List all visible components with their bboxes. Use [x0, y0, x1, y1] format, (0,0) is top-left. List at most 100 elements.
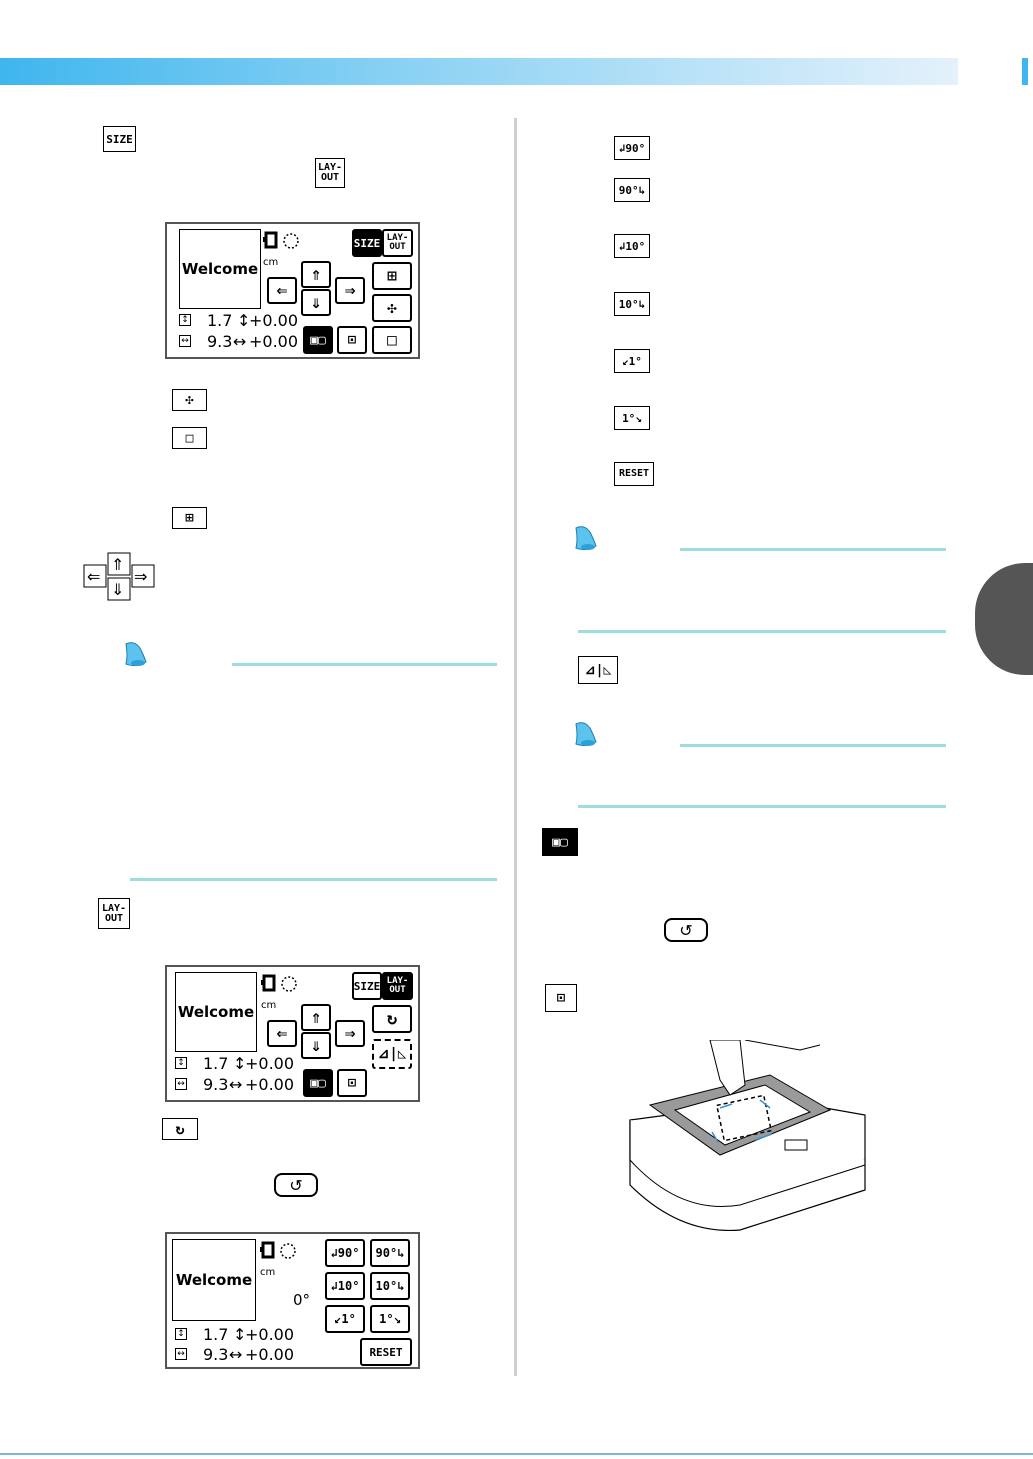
- header-band: [0, 58, 958, 85]
- move-right-key-2[interactable]: ⇒: [335, 1020, 365, 1047]
- original-size-key[interactable]: □: [372, 326, 412, 354]
- enlarge-icon: ⊞: [172, 507, 207, 529]
- size-key[interactable]: SIZE: [352, 229, 382, 257]
- header-marker: [1022, 58, 1028, 85]
- width-arrow-icon-2: ↔: [229, 1075, 243, 1094]
- rotate-right-1-key[interactable]: 1°↘: [370, 1305, 410, 1333]
- arrow-keys-icon: ⇐ ⇑ ⇓ ⇒: [83, 552, 155, 601]
- layout-key-top: LAY-: [386, 233, 409, 243]
- rotate-right-90-icon: 90°↳: [614, 178, 650, 202]
- height-icon: ↕: [179, 314, 191, 326]
- rotate-left-1-key[interactable]: ↙1°: [325, 1305, 365, 1333]
- column-divider: [514, 118, 517, 1376]
- rotate-key[interactable]: ↻: [372, 1005, 412, 1033]
- layout-key-label-top: LAY-: [317, 162, 343, 173]
- pattern-preview: Welcome: [179, 229, 261, 309]
- layout-key[interactable]: LAY- OUT: [382, 229, 413, 257]
- height-icon-2: ↕: [175, 1057, 187, 1069]
- rotate-left-90-icon: ↲90°: [614, 136, 650, 160]
- height-value-2: 1.7: [203, 1054, 229, 1073]
- layout-key-bottom: OUT: [389, 242, 406, 252]
- hoop-center-icon: ▣▢: [542, 828, 578, 856]
- size-key-label: SIZE: [106, 132, 133, 146]
- chapter-tab: [975, 563, 1033, 675]
- height-arrow-icon-2: ↕: [233, 1054, 247, 1073]
- move-down-key-2[interactable]: ⇓: [301, 1032, 331, 1059]
- rotate-right-90-key[interactable]: 90°↳: [370, 1239, 410, 1267]
- original-size-icon: □: [172, 427, 207, 449]
- svg-text:⇓: ⇓: [111, 580, 124, 599]
- hoop-thread-icon-3: [260, 1241, 296, 1259]
- size-key-2[interactable]: SIZE: [352, 972, 382, 1000]
- layout-key-icon-2: LAY- OUT: [98, 898, 130, 929]
- move-right-key[interactable]: ⇒: [335, 277, 365, 304]
- svg-text:⇐: ⇐: [87, 567, 100, 586]
- memo-bell-icon-3: [575, 722, 597, 747]
- layout-key-bottom-2: OUT: [389, 985, 406, 995]
- rotation-angle: 0°: [293, 1291, 311, 1309]
- layout-key-label-bottom-2: OUT: [104, 912, 124, 924]
- move-down-key[interactable]: ⇓: [301, 289, 331, 316]
- memo-top-rule-2: [680, 548, 946, 551]
- memo-bell-icon-2: [575, 526, 597, 551]
- width-value-3: 9.3: [203, 1345, 229, 1364]
- reset-key[interactable]: RESET: [360, 1338, 412, 1366]
- memo-bottom-rule-3: [578, 805, 946, 808]
- move-up-key-2[interactable]: ⇑: [301, 1004, 331, 1031]
- hoop-center-key-2[interactable]: ▣▢: [303, 1069, 333, 1097]
- width-arrow-icon: ↔: [233, 332, 247, 351]
- height-offset-2: +0.00: [245, 1054, 295, 1073]
- layout-key-2[interactable]: LAY- OUT: [382, 972, 413, 1000]
- width-offset-3: +0.00: [245, 1345, 295, 1364]
- trial-key-2[interactable]: ⊡: [337, 1069, 367, 1097]
- mirror-icon: ⊿|◺: [578, 656, 618, 684]
- trial-key[interactable]: ⊡: [337, 326, 367, 354]
- width-icon-3: ↔: [175, 1348, 187, 1360]
- memo-top-rule-3: [680, 744, 946, 747]
- pattern-preview-2: Welcome: [175, 972, 257, 1052]
- width-value-2: 9.3: [203, 1075, 229, 1094]
- height-arrow-icon-3: ↕: [233, 1325, 247, 1344]
- svg-text:⇒: ⇒: [134, 567, 147, 586]
- rotate-right-1-icon: 1°↘: [614, 406, 650, 430]
- width-offset: +0.00: [249, 332, 299, 351]
- lcd-screen-rotate: Welcome cm 0° ↲90° 90°↳ ↲10° 10°↳ ↙1° 1°…: [165, 1232, 420, 1369]
- rotate-left-10-key[interactable]: ↲10°: [325, 1272, 365, 1300]
- hoop-center-key[interactable]: ▣▢: [303, 326, 333, 354]
- rotate-right-10-icon: 10°↳: [614, 292, 650, 316]
- unit-label: cm: [263, 257, 279, 268]
- layout-key-top-2: LAY-: [386, 976, 409, 986]
- height-offset: +0.00: [249, 311, 299, 330]
- rotate-left-10-icon: ↲10°: [614, 234, 650, 258]
- embroidery-machine-illustration: [629, 1040, 866, 1232]
- height-icon-3: ↕: [175, 1328, 187, 1340]
- pattern-preview-3: Welcome: [172, 1239, 256, 1321]
- width-icon: ↔: [179, 335, 191, 347]
- hoop-thread-icon-2: [261, 974, 297, 992]
- move-left-key[interactable]: ⇐: [267, 277, 297, 304]
- height-arrow-icon: ↕: [237, 311, 251, 330]
- rotate-left-1-icon: ↙1°: [614, 349, 650, 373]
- move-up-key[interactable]: ⇑: [301, 261, 331, 288]
- enlarge-key[interactable]: ⊞: [372, 262, 412, 290]
- rotate-right-10-key[interactable]: 10°↳: [370, 1272, 410, 1300]
- width-offset-2: +0.00: [245, 1075, 295, 1094]
- width-value: 9.3: [207, 332, 233, 351]
- rotate-left-90-key[interactable]: ↲90°: [325, 1239, 365, 1267]
- trial-icon: ⊡: [545, 984, 577, 1012]
- back-button-icon: ↺: [274, 1173, 318, 1197]
- shrink-key[interactable]: ✣: [372, 294, 412, 322]
- move-left-key-2[interactable]: ⇐: [267, 1020, 297, 1047]
- layout-key-icon: LAY- OUT: [315, 158, 345, 188]
- height-value: 1.7: [207, 311, 233, 330]
- rotate-icon: ↻: [162, 1118, 198, 1140]
- lcd-screen-size: Welcome cm SIZE LAY- OUT ⇐ ⇑ ⇓ ⇒ ⊞ ✣ □ ▣…: [165, 222, 420, 359]
- svg-text:⇑: ⇑: [111, 555, 124, 574]
- mirror-key[interactable]: ⊿|◺: [372, 1039, 412, 1069]
- height-offset-3: +0.00: [245, 1325, 295, 1344]
- memo-top-rule: [232, 663, 497, 666]
- reset-icon: RESET: [614, 462, 654, 486]
- memo-bell-icon: [125, 642, 147, 667]
- unit-label-3: cm: [260, 1267, 276, 1278]
- layout-key-label-bottom: OUT: [320, 172, 340, 183]
